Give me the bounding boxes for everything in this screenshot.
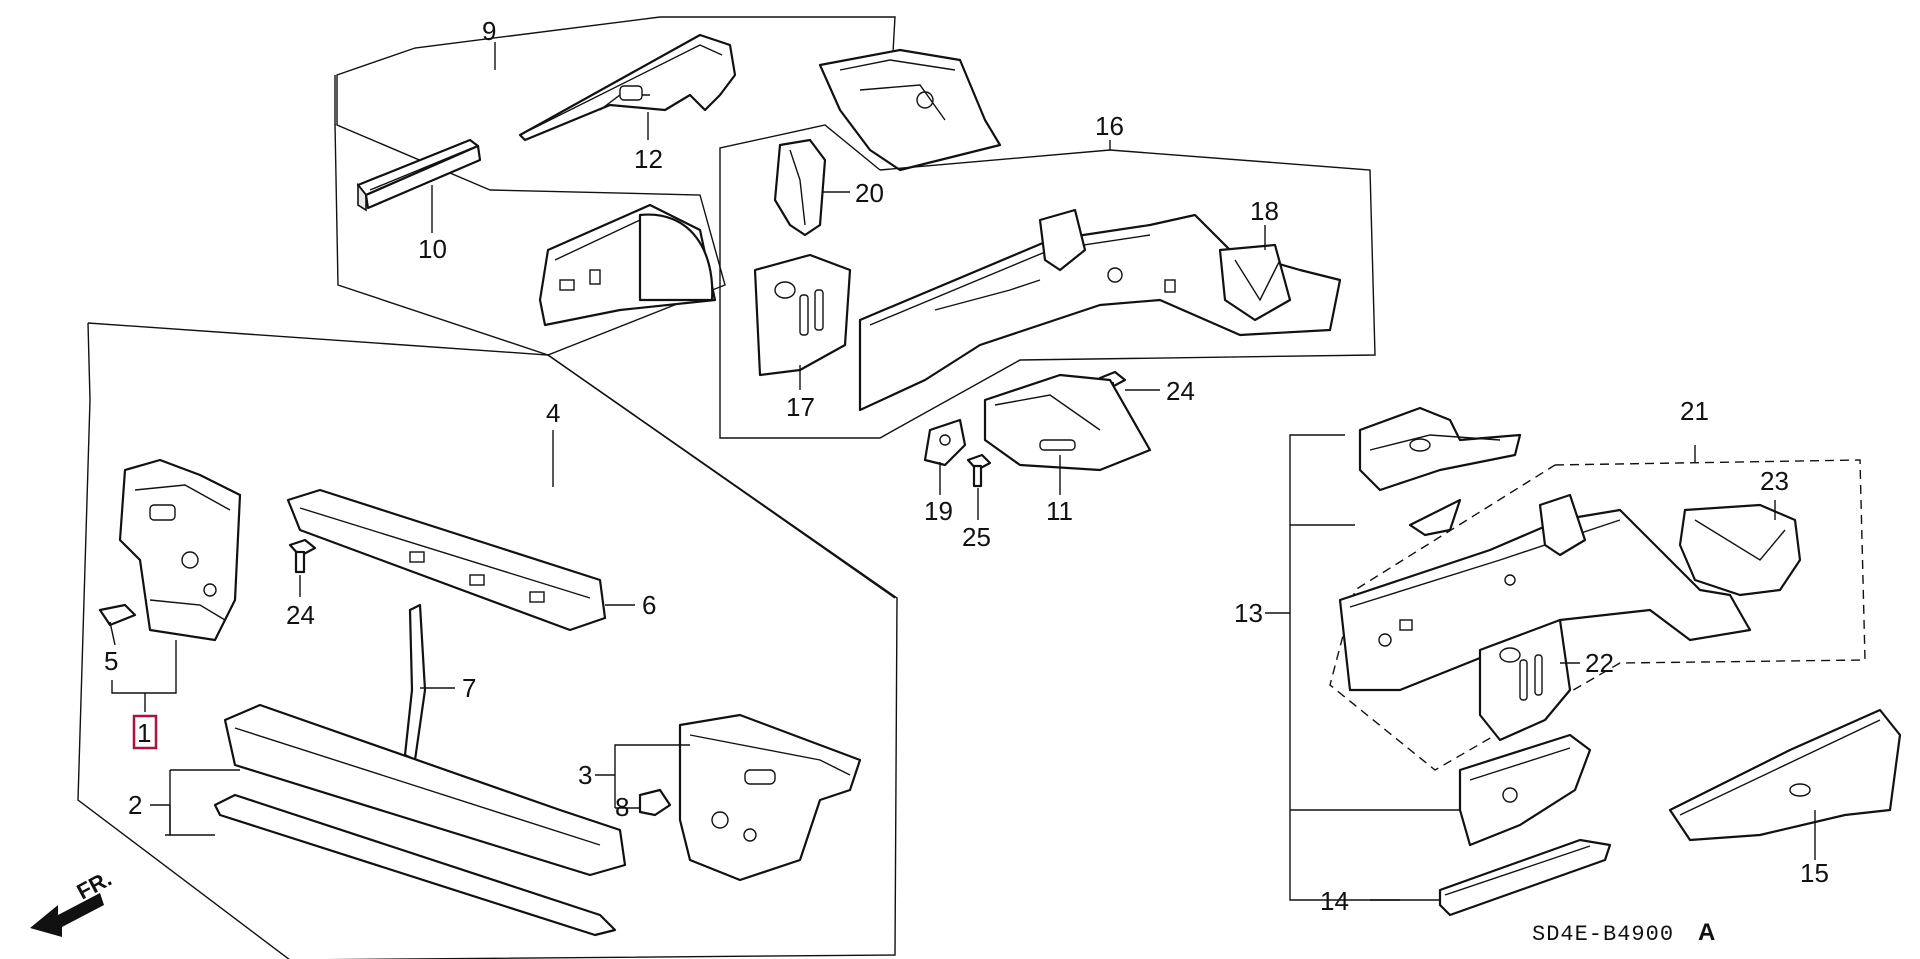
callout-16: 16: [1095, 111, 1124, 141]
part-8-clip: [638, 788, 672, 817]
part-19-plate: [923, 418, 967, 495]
group-9-frame: [334, 16, 896, 191]
part-21-frame-rail: [1338, 493, 1752, 692]
part-13-upper-piece: [1358, 406, 1522, 537]
part-17-bracket: [753, 253, 852, 390]
callout-23: 23: [1760, 466, 1789, 496]
part-14-sill-piece: [1370, 838, 1612, 917]
callout-7: 7: [462, 673, 476, 703]
callout-8: 8: [615, 792, 629, 822]
front-label: FR.: [73, 866, 116, 905]
callout-14: 14: [1320, 886, 1349, 916]
part-12-upper-rail: [518, 33, 737, 142]
callout-18: 18: [1250, 196, 1279, 226]
callout-1-highlight-box: [132, 714, 158, 750]
callout-24-left: 24: [286, 600, 315, 630]
part-wheelhouse: [538, 203, 717, 327]
part-15-rail: [1668, 708, 1902, 860]
group-4-frame: [77, 322, 898, 959]
part-7-stay: [403, 603, 455, 762]
callout-19: 19: [924, 496, 953, 526]
callout-bracket-1: [111, 640, 177, 712]
group-10-frame: [334, 123, 726, 356]
part-11-bracket: [983, 373, 1152, 495]
front-direction-arrow: FR.: [30, 866, 116, 937]
callout-2: 2: [128, 790, 142, 820]
callout-24-right: 24: [1166, 376, 1195, 406]
part-25-bolt: [966, 453, 992, 520]
part-16-upper-piece: [818, 48, 1002, 172]
part-23-bracket: [1678, 500, 1802, 597]
callout-6: 6: [642, 590, 656, 620]
callout-12: 12: [634, 144, 663, 174]
callout-11: 11: [1046, 496, 1073, 526]
part-13-lower-bracket: [1458, 733, 1592, 847]
callout-25: 25: [962, 522, 991, 552]
part-16-frame-rail: [858, 208, 1342, 412]
part-6-cross-member: [286, 488, 635, 632]
callout-1[interactable]: 1: [137, 718, 151, 748]
part-24-bolt-left: [288, 538, 317, 597]
callout-15: 15: [1800, 858, 1829, 888]
callout-21: 21: [1680, 396, 1709, 426]
part-5-clip: [98, 603, 137, 646]
part-10-channel: [356, 138, 482, 233]
callout-22: 22: [1585, 648, 1614, 678]
diagram-code-suffix: A: [1698, 919, 1715, 946]
part-20-bracket: [773, 138, 850, 237]
callout-10: 10: [418, 234, 447, 264]
part-22-bracket: [1478, 618, 1580, 742]
diagram-code: SD4E-B4900: [1532, 922, 1674, 947]
part-2-lower-member: [150, 703, 627, 937]
part-3-side-bracket: [678, 713, 862, 882]
callout-9: 9: [482, 16, 496, 46]
callout-3: 3: [578, 760, 592, 790]
callout-5: 5: [104, 646, 118, 676]
callout-17: 17: [786, 392, 815, 422]
part-1-side-bracket: [118, 458, 242, 642]
group-16-frame: [719, 124, 1376, 439]
group-13-frame: [1265, 434, 1465, 901]
callout-bracket-3: [595, 744, 690, 809]
callout-13: 13: [1234, 598, 1263, 628]
front-arrow-icon: [30, 893, 104, 937]
callout-4: 4: [546, 398, 560, 428]
callout-20: 20: [855, 178, 884, 208]
